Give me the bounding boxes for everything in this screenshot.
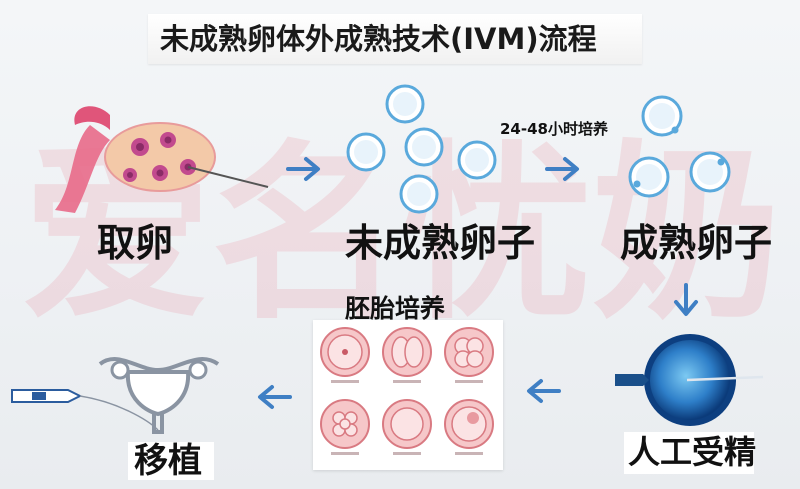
- step-retrieval-label: 取卵: [97, 221, 174, 265]
- culture-duration-note: 24-48小时培养: [500, 120, 608, 138]
- uterus-transfer-illustration: [11, 357, 220, 434]
- diagram-title: 未成熟卵体外成熟技术(IVM)流程: [160, 22, 597, 56]
- step-mature-label: 成熟卵子: [620, 221, 773, 265]
- title-band: [148, 14, 642, 64]
- step-immature-label: 未成熟卵子: [345, 221, 536, 265]
- arrow-down-icon: [674, 283, 698, 316]
- step-culture-label: 胚胎培养: [345, 294, 446, 323]
- arrow-right-icon: [286, 157, 320, 181]
- mature-oocytes-illustration: [628, 95, 731, 198]
- embryo-stages-panel: [313, 320, 503, 470]
- step-transfer-label: 移植: [134, 441, 202, 481]
- immature-oocytes-illustration: [346, 84, 497, 214]
- label-background: [128, 442, 214, 480]
- label-background: [624, 432, 754, 474]
- fertilization-illustration: [615, 334, 764, 426]
- arrow-left-icon: [258, 385, 292, 409]
- arrow-left-icon: [527, 379, 561, 403]
- arrow-right-icon: [545, 157, 579, 181]
- embryo-stages-illustration: [320, 327, 494, 455]
- ovary-illustration: [55, 106, 269, 213]
- step-fertilization-label: 人工受精: [628, 433, 757, 471]
